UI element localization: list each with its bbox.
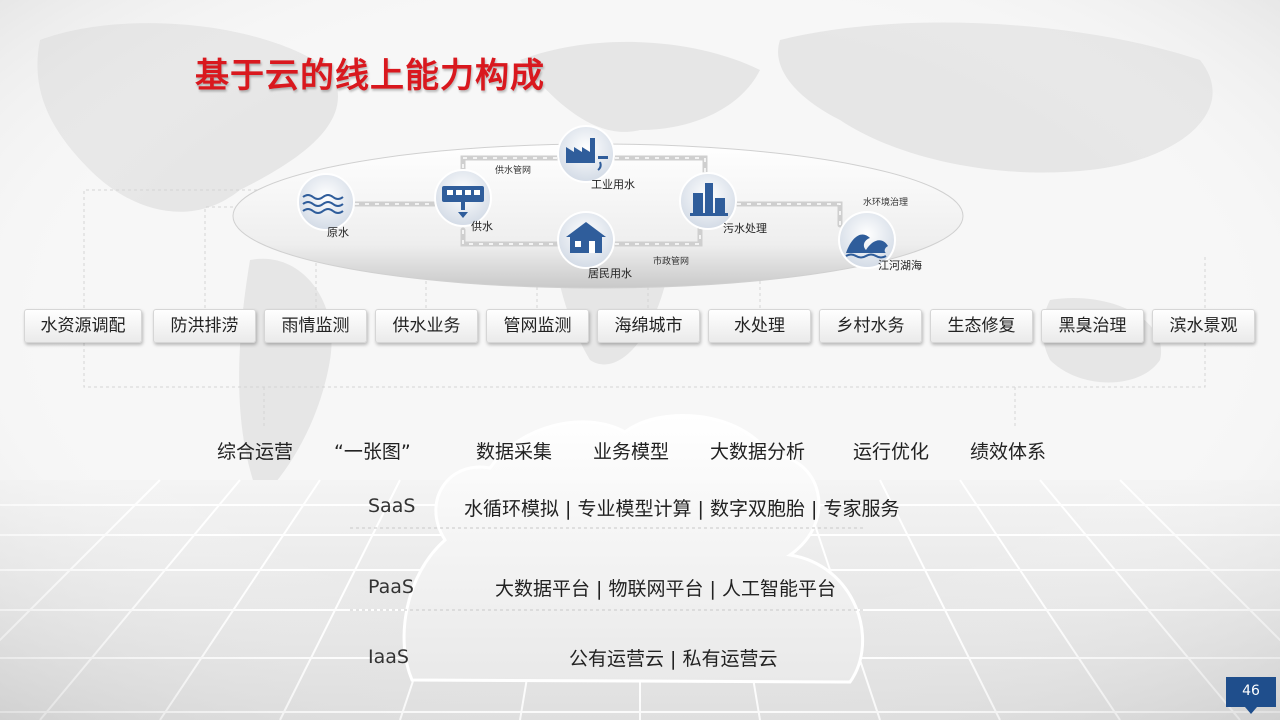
factory-icon — [566, 138, 608, 171]
category-black-odor-treatment[interactable]: 黑臭治理 — [1041, 309, 1144, 343]
capability-item: 运行优化 — [853, 441, 930, 463]
category-rural-water[interactable]: 乡村水务 — [819, 309, 922, 343]
water-wave-icon — [302, 194, 344, 214]
capability-item: 综合运营 — [217, 441, 294, 463]
capability-item: 数据采集 — [476, 441, 553, 463]
category-rain-monitoring[interactable]: 雨情监测 — [264, 309, 367, 343]
category-flood-control[interactable]: 防洪排涝 — [153, 309, 256, 343]
category-waterfront-landscape[interactable]: 滨水景观 — [1152, 309, 1255, 343]
layer-saas-content: 水循环模拟 | 专业模型计算 | 数字双胞胎 | 专家服务 — [464, 498, 900, 520]
category-water-allocation[interactable]: 水资源调配 — [24, 309, 142, 343]
node-label-sewage-treatment: 污水处理 — [723, 222, 767, 235]
business-category-row: 水资源调配 防洪排涝 雨情监测 供水业务 管网监测 海绵城市 水处理 乡村水务 … — [24, 309, 1256, 343]
category-sponge-city[interactable]: 海绵城市 — [597, 309, 700, 343]
category-water-treatment[interactable]: 水处理 — [708, 309, 811, 343]
layer-iaas-label: IaaS — [368, 646, 409, 668]
category-water-supply[interactable]: 供水业务 — [375, 309, 478, 343]
layer-paas-label: PaaS — [368, 576, 414, 598]
layer-iaas-content: 公有运营云 | 私有运营云 — [569, 648, 778, 670]
node-label-raw-water: 原水 — [327, 226, 349, 239]
link-label-water-environment: 水环境治理 — [863, 198, 909, 208]
water-supply-icon — [442, 186, 484, 218]
link-label-municipal-network: 市政管网 — [653, 257, 690, 267]
layer-paas-content: 大数据平台 | 物联网平台 | 人工智能平台 — [495, 578, 836, 600]
layer-saas-label: SaaS — [368, 495, 416, 517]
node-label-residential-water: 居民用水 — [588, 267, 632, 280]
capability-item: 业务模型 — [593, 441, 670, 463]
capability-item: “一张图” — [334, 441, 411, 463]
page-title: 基于云的线上能力构成 — [195, 56, 545, 96]
page-number-badge: 46 — [1226, 677, 1276, 714]
node-label-rivers-lakes: 江河湖海 — [878, 259, 922, 272]
node-label-industrial-water: 工业用水 — [591, 178, 635, 191]
category-ecological-restoration[interactable]: 生态修复 — [930, 309, 1033, 343]
treatment-plant-icon — [690, 183, 728, 216]
cloud-shape — [402, 414, 865, 684]
sea-wave-icon — [845, 234, 888, 259]
capability-item: 大数据分析 — [710, 441, 806, 463]
category-pipe-monitoring[interactable]: 管网监测 — [486, 309, 589, 343]
house-icon — [566, 222, 606, 253]
capability-item: 绩效体系 — [970, 441, 1047, 463]
link-label-supply-network: 供水管网 — [495, 166, 532, 176]
node-label-water-supply: 供水 — [471, 220, 493, 233]
